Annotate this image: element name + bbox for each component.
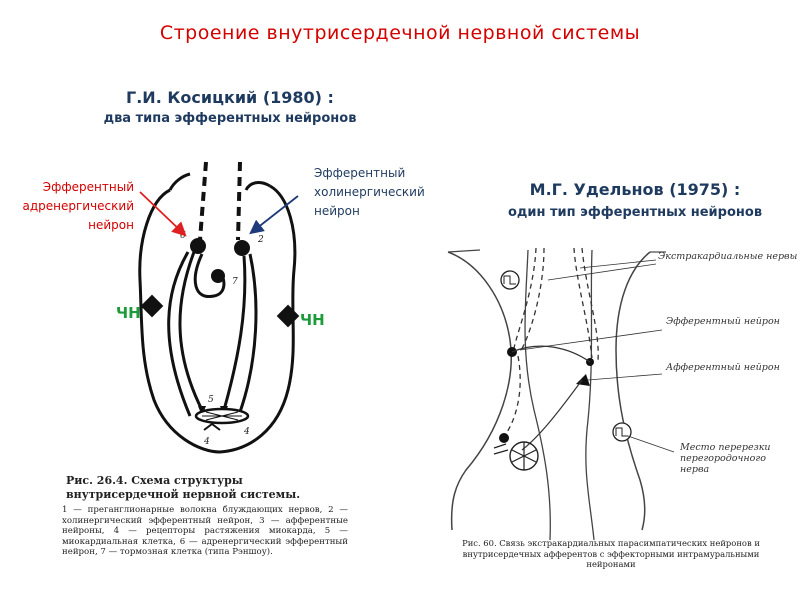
left-caption-body: 1 — преганглионарные волокна блуждающих …	[62, 505, 348, 558]
kositsky-heading: Г.И. Косицкий (1980) :	[126, 88, 334, 107]
label-efferent-neuron: Эфферентный нейрон	[666, 316, 780, 327]
label-cut-site: Место перерезки перегородочного нерва	[680, 442, 771, 475]
preganglionic-fiber-left	[198, 161, 208, 241]
fig-number-2: 2	[257, 235, 264, 245]
cholinergic-neuron-label: Эфферентный холинергический нейрон	[314, 166, 425, 218]
kositsky-subheading: два типа эфферентных нейронов	[103, 111, 357, 126]
preganglionic-fiber-right	[236, 161, 242, 241]
fig-number-6: 6	[180, 231, 186, 241]
heart-schematic-diagram: 6 2 7 5 4 4	[138, 161, 300, 454]
label-afferent-neuron: Афферентный нейрон	[666, 362, 780, 373]
afferent-neuron-right	[276, 304, 300, 328]
heart-outline	[138, 184, 297, 454]
udelnov-subheading: один тип эфферентных нейронов	[507, 205, 763, 220]
adrenergic-neuron-body	[190, 238, 206, 254]
chn-label-left: ЧН	[116, 304, 141, 322]
left-caption-title: Рис. 26.4. Схема структуры внутрисердечн…	[66, 474, 301, 501]
right-caption: Рис. 60. Связь экстракардиальных парасим…	[462, 538, 760, 569]
label-extracardiac-nerves: Экстракардиальные нервы	[658, 251, 798, 262]
adrenergic-neuron-label: Эфферентный адренергический нейрон	[22, 180, 134, 232]
chn-label-right: ЧН	[300, 311, 325, 329]
cholinergic-neuron-body	[234, 240, 250, 256]
page-title: Строение внутрисердечной нервной системы	[159, 22, 641, 44]
fig-number-5: 5	[208, 395, 214, 405]
udelnov-diagram	[447, 247, 675, 540]
udelnov-heading: М.Г. Удельнов (1975) :	[529, 180, 741, 199]
fig-number-4a: 4	[243, 427, 250, 437]
afferent-neuron-body	[576, 374, 590, 386]
afferent-neuron-left	[140, 294, 164, 318]
fig-number-7: 7	[232, 277, 238, 287]
fig-number-4b: 4	[203, 437, 210, 447]
